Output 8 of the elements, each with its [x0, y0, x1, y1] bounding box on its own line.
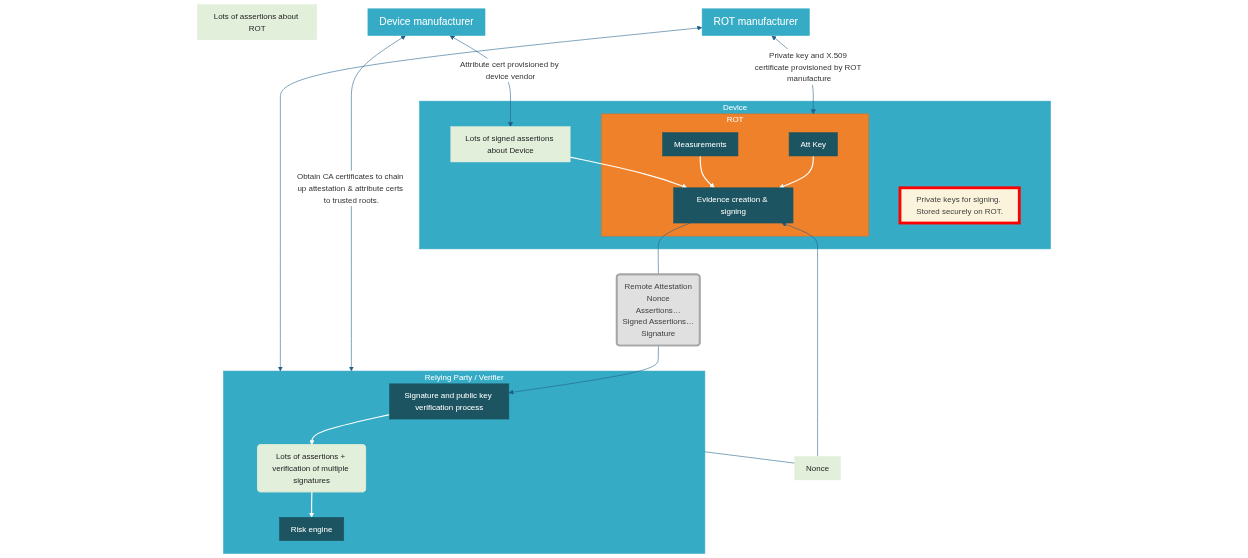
node-box: Device manufacturer: [367, 8, 486, 36]
node-box: ROT manufacturer: [701, 8, 810, 36]
arrow: [309, 414, 391, 446]
arrow: [699, 155, 715, 189]
arrow: [779, 155, 814, 189]
arrow: [569, 156, 688, 189]
connector: [704, 451, 795, 464]
arrow: [309, 491, 315, 518]
